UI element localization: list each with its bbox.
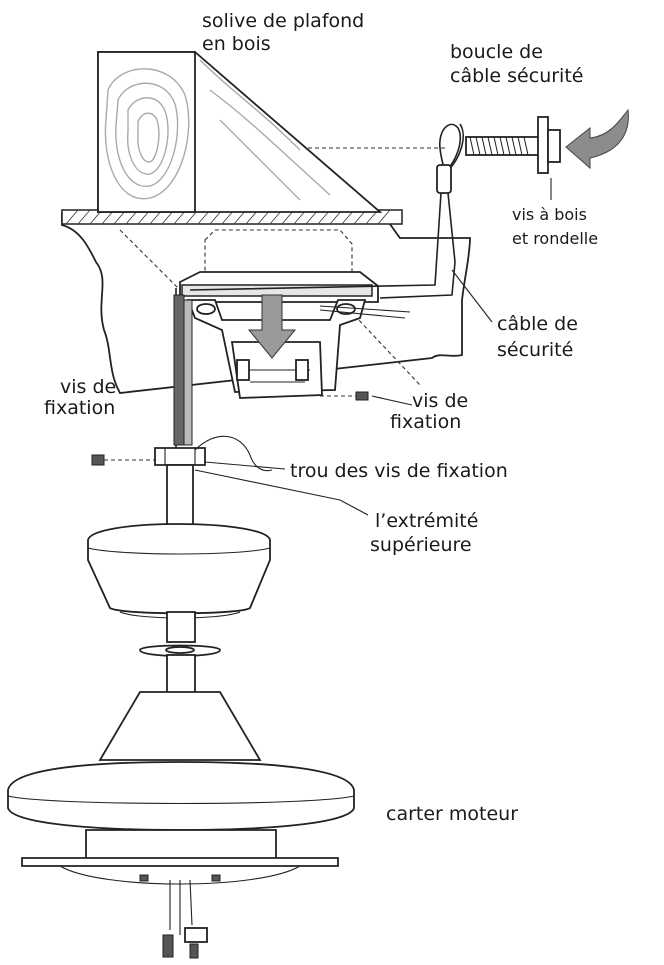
wood-screw-washer-icon	[465, 116, 561, 200]
downrod-icon	[154, 435, 273, 531]
leader-lines	[194, 269, 493, 516]
label-loop-line2: câble sécurité	[450, 65, 583, 87]
safety-cable-loop-icon	[173, 123, 464, 448]
label-top-line1: l’extrémité	[375, 510, 478, 532]
label-setscrew-left-line2: fixation	[44, 397, 115, 419]
mounting-bracket-icon	[179, 229, 411, 399]
down-arrow-icon	[247, 294, 297, 359]
label-screw-line1: vis à bois	[512, 205, 587, 224]
label-screw-line2: et rondelle	[512, 229, 598, 248]
wood-joist-icon	[97, 51, 383, 213]
canopy-icon	[87, 523, 271, 694]
label-setscrew-left-line1: vis de	[60, 376, 116, 398]
label-loop-line1: boucle de	[450, 41, 543, 63]
direction-arrow-icon	[565, 108, 629, 170]
label-joist-line1: solive de plafond	[202, 10, 364, 32]
set-screw-icon	[91, 391, 369, 466]
label-motor: carter moteur	[386, 803, 518, 825]
label-cable-line1: câble de	[497, 313, 578, 335]
motor-housing-icon	[7, 691, 355, 935]
label-hole: trou des vis de fixation	[290, 460, 508, 482]
label-top-line2: supérieure	[370, 534, 472, 556]
wire-connector-icon	[162, 927, 208, 959]
label-setscrew-right-line2: fixation	[390, 411, 461, 433]
label-cable-line2: sécurité	[497, 339, 573, 361]
label-setscrew-right-line1: vis de	[412, 390, 468, 412]
label-joist-line2: en bois	[202, 33, 271, 55]
